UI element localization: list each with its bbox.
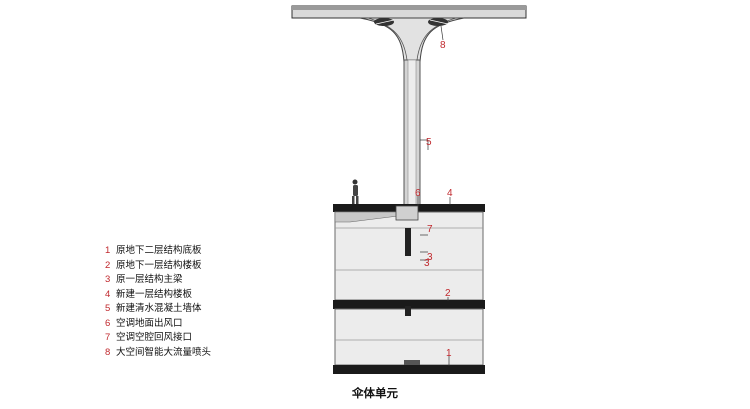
legend-number: 7 bbox=[105, 332, 111, 343]
legend-number: 5 bbox=[105, 303, 111, 314]
callout-3b: 3 bbox=[424, 258, 430, 269]
sprinkler-head-icon bbox=[374, 18, 449, 26]
callout-5: 5 bbox=[426, 137, 432, 148]
callout-6: 6 bbox=[415, 188, 421, 199]
legend-item: 5 新建清水混凝土墙体 bbox=[105, 302, 305, 317]
legend-text: 空调地面出风口 bbox=[116, 317, 183, 329]
legend-number: 4 bbox=[105, 288, 111, 300]
callout-3a: 3 bbox=[427, 252, 433, 263]
callout-1: 1 bbox=[446, 348, 452, 359]
legend-list: 1 原地下二层结构底板 2 原地下一层结构楼板 3 原一层结构主梁 4 新建一层结构楼板… bbox=[105, 244, 305, 360]
legend-item: 2 原地下一层结构楼板 bbox=[105, 259, 305, 274]
legend-item: 3 原一层结构主梁 bbox=[105, 273, 305, 288]
person-figure-icon bbox=[352, 179, 359, 204]
figure-caption: 伞体单元 bbox=[352, 386, 398, 400]
legend-item: 1 原地下二层结构底板 bbox=[105, 244, 305, 259]
legend-text: 新建清水混凝土墙体 bbox=[116, 303, 202, 314]
callout-7: 7 bbox=[427, 224, 433, 235]
legend-text: 原一层结构主梁 bbox=[116, 274, 183, 285]
callout-4: 4 bbox=[447, 188, 453, 199]
callout-2: 2 bbox=[445, 288, 451, 299]
legend-number: 8 bbox=[105, 346, 111, 358]
umbrella-canopy bbox=[291, 5, 527, 63]
leader-lines bbox=[417, 25, 451, 366]
callout-8: 8 bbox=[440, 40, 446, 51]
legend-number: 3 bbox=[105, 274, 111, 285]
legend-number: 1 bbox=[105, 245, 111, 256]
legend-text: 新建一层结构楼板 bbox=[116, 288, 193, 300]
legend-number: 6 bbox=[105, 317, 111, 329]
building-section bbox=[333, 204, 485, 374]
legend-item: 4 新建一层结构楼板 bbox=[105, 288, 305, 303]
legend-item: 8 大空间智能大流量喷头 bbox=[105, 346, 305, 361]
legend-item: 7 空调空腔回风接口 bbox=[105, 331, 305, 346]
legend-item: 6 空调地面出风口 bbox=[105, 317, 305, 332]
legend-text: 空调空腔回风接口 bbox=[116, 332, 193, 343]
legend-text: 原地下二层结构底板 bbox=[116, 245, 202, 256]
legend-text: 大空间智能大流量喷头 bbox=[116, 346, 212, 358]
legend-number: 2 bbox=[105, 259, 111, 271]
legend-text: 原地下一层结构楼板 bbox=[116, 259, 202, 271]
